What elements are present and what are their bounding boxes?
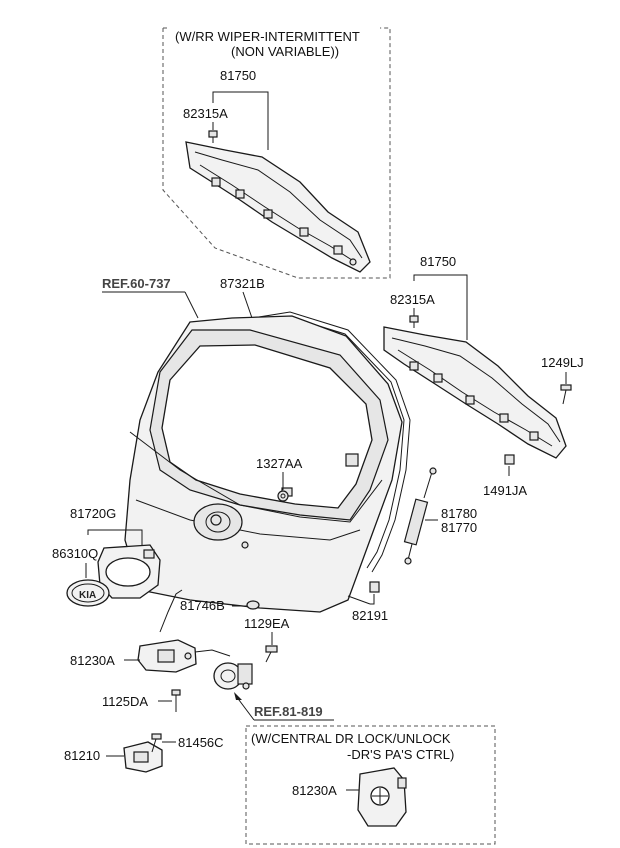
clip-1491 [504,454,515,465]
wiper-note-line2: (NON VARIABLE)) [231,44,339,59]
ref-latch-label: REF.81-819 [254,704,323,719]
actuator-81230A [357,767,407,827]
label-lifter-b: 81770 [441,520,477,535]
label-trim-upper: 81750 [220,68,256,83]
clip-upper [208,130,218,143]
label-bumper: 81746B [180,598,225,613]
label-bolt-1129: 1129EA [244,616,290,631]
clip-right [409,315,419,328]
central-lock-box: (W/CENTRAL DR LOCK/UNLOCK -DR'S PA'S CTR… [245,725,496,845]
label-actuator: 81230A [292,783,337,798]
label-latch: 81230A [70,653,115,668]
label-screw-1249: 1249LJ [541,355,584,370]
ref-arrow-icon [234,692,242,700]
label-lifter-a: 81780 [441,506,477,521]
nut-1327 [277,490,289,502]
label-bolt-1125: 1125DA [102,694,148,709]
label-stopper: 82191 [352,608,388,623]
striker-81210 [123,741,163,773]
label-clip-upper: 82315A [183,106,228,121]
bolt-1125 [171,689,181,712]
label-nut-1327: 1327AA [256,456,303,471]
label-clip-1491: 1491JA [483,483,527,498]
wiper-note-line1: (W/RR WIPER-INTERMITTENT [175,29,360,44]
tailgate-emblem-mount [193,503,243,541]
ref-tailgate: REF.60-737 [102,276,199,319]
stopper-82191 [369,581,380,593]
wiper-variant-box: (W/RR WIPER-INTERMITTENT (NON VARIABLE))… [162,27,391,279]
screw-1249 [560,384,572,405]
lock-cylinder [213,662,253,690]
ref-tailgate-label: REF.60-737 [102,276,171,291]
latch-assembly [137,589,231,673]
gas-lifter [403,467,437,565]
trim-panel-right [383,326,567,459]
kia-emblem-letters: KIA [79,590,96,601]
trim-panel-upper [185,141,371,273]
label-trim-right: 81750 [420,254,456,269]
kia-emblem: KIA [66,579,110,607]
label-clip-right: 82315A [390,292,435,307]
label-screw-81456: 81456C [178,735,224,750]
label-garnish: 81720G [70,506,116,521]
tailgate-panel [124,311,411,613]
label-weatherstrip: 87321B [220,276,265,291]
bolt-1129 [265,645,278,663]
label-striker: 81210 [64,748,100,763]
label-emblem: 86310Q [52,546,98,561]
lock-note-line2: -DR'S PA'S CTRL) [347,747,454,762]
lock-note-line1: (W/CENTRAL DR LOCK/UNLOCK [251,731,451,746]
screw-81456 [151,733,162,753]
garnish-handle [97,544,161,599]
trim-right-group: 81750 82315A 1249LJ 1491JA [383,254,584,498]
bumper-81746B [246,600,260,610]
